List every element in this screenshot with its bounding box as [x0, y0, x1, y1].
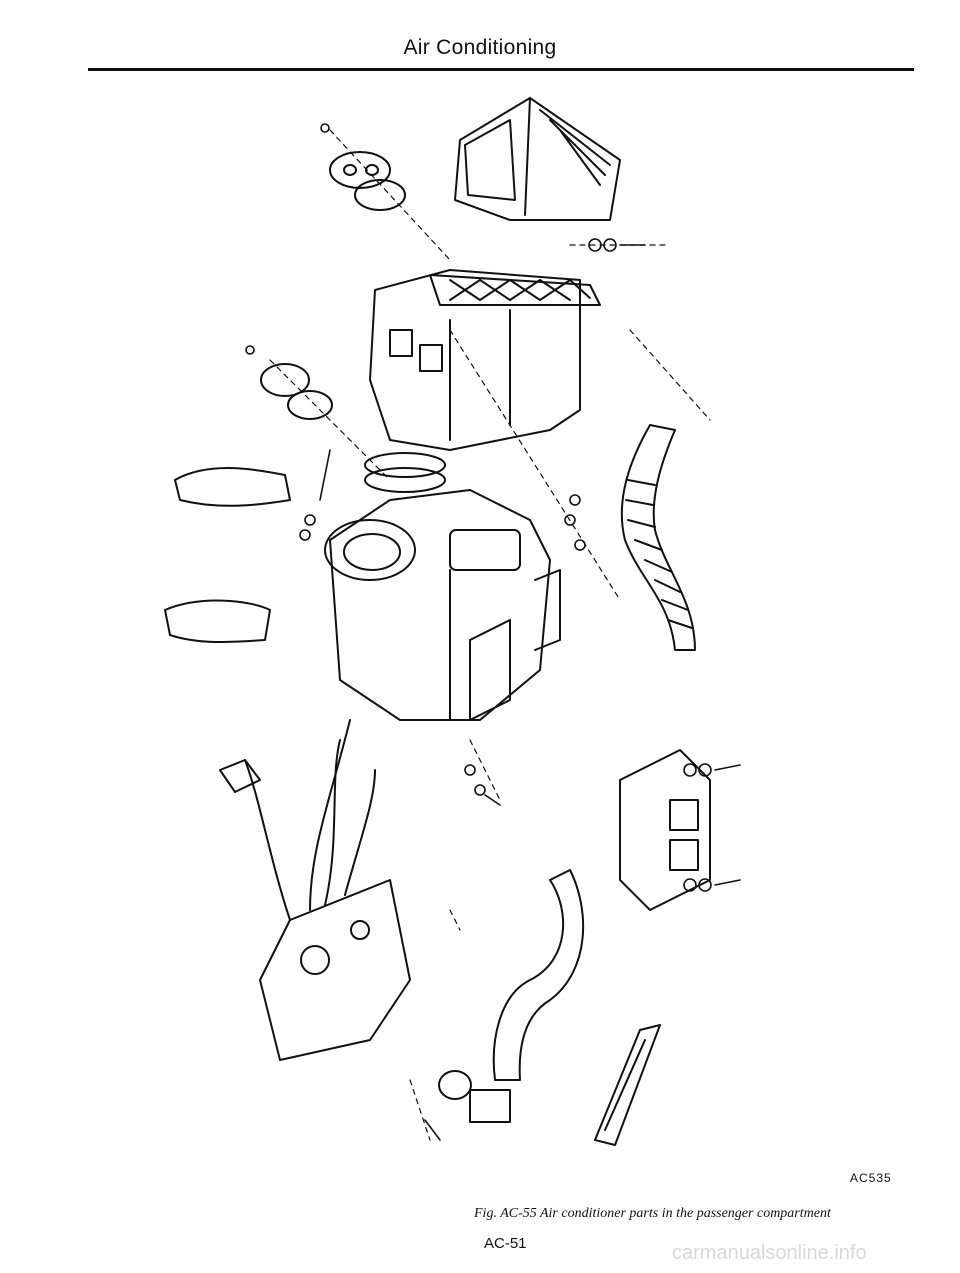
flat-duct [594, 1024, 661, 1146]
watermark: carmanualsonline.info [672, 1242, 867, 1264]
figure-ref-code: AC535 [850, 1171, 892, 1185]
evaporator-case [369, 269, 601, 451]
corrugated-hose-right [620, 424, 696, 651]
header-rule [88, 68, 914, 71]
exploded-parts-diagram [164, 97, 741, 1146]
side-duct-lower [164, 599, 271, 643]
page-header-title: Air Conditioning [403, 36, 557, 59]
figure-caption: Fig. AC-55 Air conditioner parts in the … [474, 1206, 831, 1221]
gasket-middle [260, 363, 333, 420]
outlet-duct-lower [438, 1070, 511, 1123]
blower-unit [324, 452, 561, 721]
side-duct-upper [174, 467, 291, 507]
control-assembly [219, 719, 411, 1061]
gasket-upper [329, 151, 406, 211]
resistor-box [619, 749, 711, 911]
lower-duct [492, 869, 585, 1081]
fasteners [245, 123, 741, 1141]
page-number: AC-51 [484, 1235, 527, 1252]
intake-duct [454, 97, 621, 221]
